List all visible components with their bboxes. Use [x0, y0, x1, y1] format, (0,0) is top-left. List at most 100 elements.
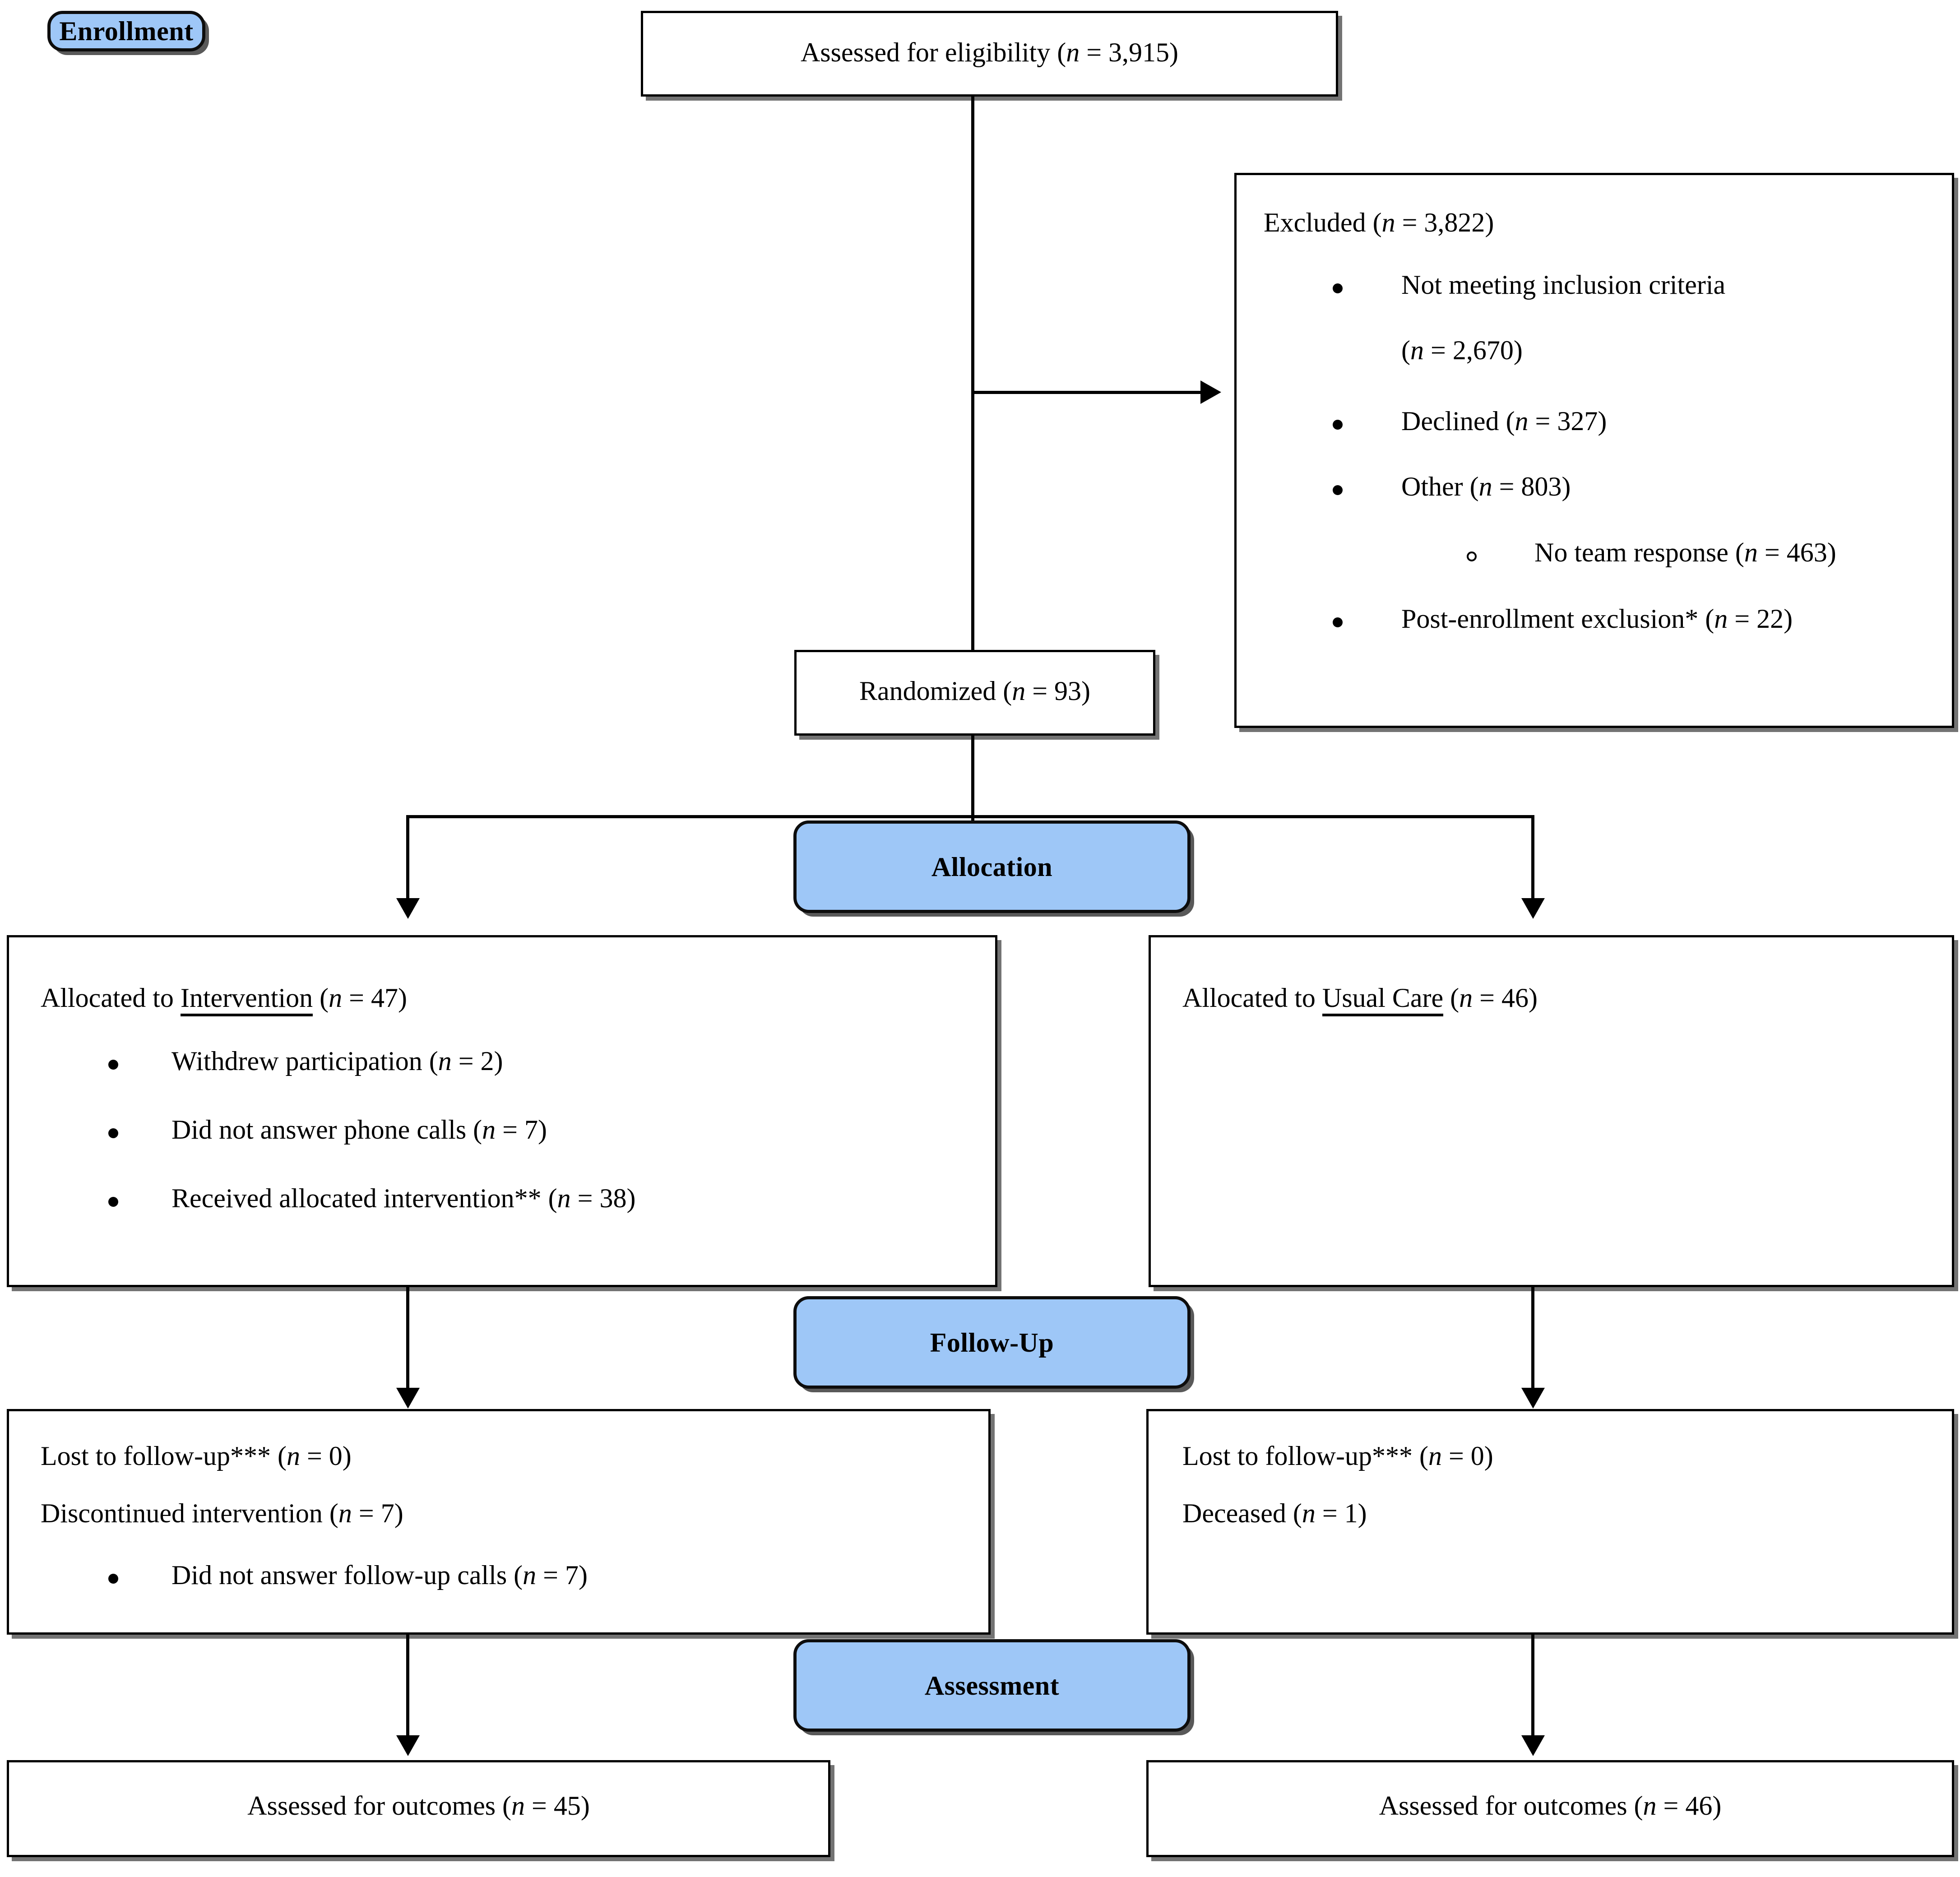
followup-right-box — [1146, 1409, 1954, 1635]
followup-right-line2: Deceased (n = 1) — [1182, 1499, 1367, 1528]
arrow-left-followup — [396, 1388, 420, 1409]
item-text: Not meeting inclusion criteria — [1401, 270, 1726, 300]
excluded-header: Excluded (n = 3,822) — [1264, 209, 1494, 237]
arrow-to-left-allocation-box — [396, 898, 420, 919]
header-n: = 47) — [342, 983, 407, 1013]
arrow-left-outcomes — [396, 1735, 420, 1756]
n-italic: n — [1744, 538, 1758, 567]
stage-enrollment-text: Enrollment — [59, 16, 194, 46]
allocation-right-box — [1149, 935, 1954, 1287]
arrow-right-followup — [1521, 1388, 1545, 1409]
bullet-dot — [108, 1128, 118, 1138]
n-italic: n — [1066, 37, 1080, 67]
excluded-label: Excluded ( — [1264, 208, 1382, 237]
line-n: = 0) — [300, 1441, 352, 1471]
n-italic: n — [338, 1498, 352, 1528]
item-n: = 38) — [570, 1183, 636, 1213]
allocation-right-header: Allocated to Usual Care (n = 46) — [1182, 983, 1538, 1016]
connector-left-followup-to-outcomes — [406, 1635, 409, 1738]
item-n: = 803) — [1492, 472, 1571, 501]
stage-assessment-text: Assessment — [924, 1670, 1060, 1701]
stage-label-assessment: Assessment — [793, 1639, 1191, 1732]
connector-randomized-down — [971, 735, 974, 816]
stage-allocation-text: Allocation — [931, 852, 1053, 882]
followup-left-line1: Lost to follow-up*** (n = 0) — [41, 1442, 352, 1470]
outcomes-n: = 45) — [525, 1791, 590, 1821]
item-n: = 327) — [1528, 406, 1607, 436]
stage-label-followup: Follow-Up — [793, 1296, 1191, 1389]
outcomes-label: Assessed for outcomes ( — [247, 1791, 512, 1821]
item-text: Withdrew participation ( — [171, 1046, 438, 1076]
connector-right-alloc-to-followup — [1531, 1287, 1534, 1391]
n-italic: n — [1515, 406, 1529, 436]
connector-split-right — [1531, 815, 1534, 901]
line-text: Discontinued intervention ( — [41, 1498, 338, 1528]
line-n: = 7) — [352, 1498, 403, 1528]
allocation-left-item-0: Withdrew participation (n = 2) — [171, 1047, 503, 1075]
followup-left-item-0: Did not answer follow-up calls (n = 7) — [171, 1561, 588, 1590]
stage-followup-text: Follow-Up — [930, 1327, 1054, 1358]
bullet-dot — [108, 1574, 118, 1584]
n-italic: n — [329, 983, 343, 1013]
n-italic: n — [523, 1560, 537, 1590]
item-text: Other ( — [1401, 472, 1479, 501]
n-italic: n — [438, 1046, 452, 1076]
eligibility-label: Assessed for eligibility ( — [800, 37, 1066, 67]
excluded-n: = 3,822) — [1395, 208, 1494, 237]
outcomes-n: = 46) — [1656, 1791, 1722, 1821]
outcomes-left-text: Assessed for outcomes (n = 45) — [7, 1792, 830, 1820]
line-n: = 1) — [1315, 1498, 1367, 1528]
stage-label-enrollment: Enrollment — [47, 11, 205, 51]
allocation-left-item-1: Did not answer phone calls (n = 7) — [171, 1116, 547, 1144]
item-n: = 7) — [536, 1560, 588, 1590]
line-n: = 0) — [1441, 1441, 1493, 1471]
outcomes-right-text: Assessed for outcomes (n = 46) — [1146, 1792, 1954, 1820]
header-pre: Allocated to — [1182, 983, 1322, 1013]
connector-split-left — [406, 815, 409, 901]
outcomes-left-box — [7, 1760, 830, 1857]
n-italic: n — [482, 1115, 496, 1145]
header-post: ( — [1443, 983, 1460, 1013]
line-text: Lost to follow-up*** ( — [41, 1441, 287, 1471]
hollow-bullet-dot — [1467, 552, 1477, 561]
connector-to-excluded — [973, 391, 1203, 394]
header-pre: Allocated to — [41, 983, 181, 1013]
item-text: Post-enrollment exclusion* ( — [1401, 604, 1714, 634]
n-italic: n — [1459, 983, 1473, 1013]
item-text: ( — [1401, 335, 1410, 365]
excluded-box — [1234, 173, 1954, 728]
n-italic: n — [557, 1183, 571, 1213]
allocation-left-header: Allocated to Intervention (n = 47) — [41, 983, 407, 1016]
excluded-item-4: Post-enrollment exclusion* (n = 22) — [1401, 605, 1793, 633]
item-n: = 2) — [451, 1046, 503, 1076]
bullet-dot — [1333, 485, 1343, 495]
excluded-item-1: Declined (n = 327) — [1401, 407, 1607, 436]
followup-left-box — [7, 1409, 991, 1635]
n-italic: n — [286, 1441, 300, 1471]
n-italic: n — [1302, 1498, 1316, 1528]
connector-eligibility-to-randomized — [971, 96, 974, 651]
n-italic: n — [511, 1791, 525, 1821]
excluded-item-0-line2: (n = 2,670) — [1401, 336, 1523, 365]
randomized-text: Randomized (n = 93) — [794, 677, 1155, 705]
allocation-left-item-2: Received allocated intervention** (n = 3… — [171, 1184, 635, 1213]
excluded-item-2: Other (n = 803) — [1401, 473, 1571, 501]
connector-left-alloc-to-followup — [406, 1287, 409, 1391]
header-underlined: Intervention — [180, 983, 313, 1016]
connector-right-followup-to-outcomes — [1531, 1635, 1534, 1738]
randomized-label: Randomized ( — [859, 676, 1012, 706]
arrow-to-excluded — [1200, 380, 1221, 404]
followup-right-line1: Lost to follow-up*** (n = 0) — [1182, 1442, 1493, 1470]
n-italic: n — [1381, 208, 1395, 237]
assessed-eligibility-text: Assessed for eligibility (n = 3,915) — [641, 38, 1338, 67]
bullet-dot — [1333, 283, 1343, 293]
item-n: = 463) — [1757, 538, 1836, 567]
arrow-to-right-allocation-box — [1521, 898, 1545, 919]
bullet-dot — [108, 1060, 118, 1070]
n-italic: n — [1428, 1441, 1442, 1471]
item-text: Received allocated intervention** ( — [171, 1183, 557, 1213]
item-text: Did not answer phone calls ( — [171, 1115, 482, 1145]
n-italic: n — [1410, 335, 1424, 365]
eligibility-n: = 3,915) — [1080, 37, 1179, 67]
